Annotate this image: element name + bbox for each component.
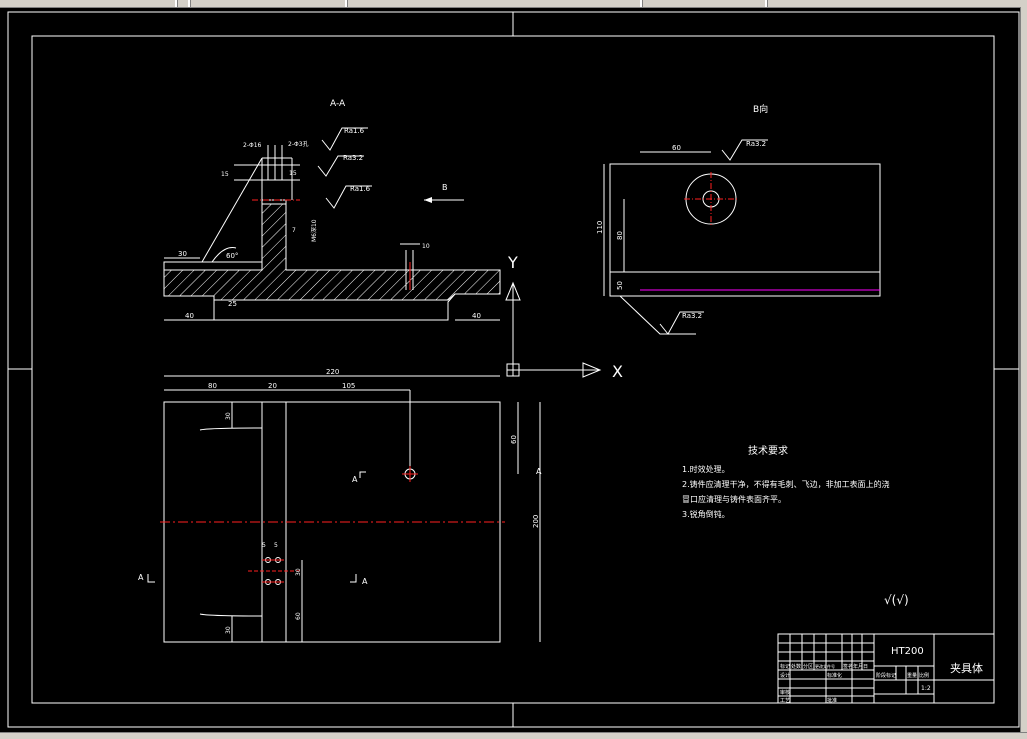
b-dim-50: 50 [616, 281, 624, 290]
b-dim-80: 80 [616, 231, 624, 240]
tech-req-line: 3.锐角倒钝。 [682, 509, 730, 519]
svg-text:分区: 分区 [803, 663, 813, 670]
dim-25: 25 [228, 300, 237, 308]
plan-dim-30-top: 30 [225, 412, 232, 420]
section-mark-left: A [138, 573, 144, 582]
ucs-icon[interactable]: Y X [505, 253, 623, 381]
part-name-label: 夹具体 [950, 661, 983, 675]
section-hatch [163, 203, 501, 301]
b-dim-60: 60 [672, 144, 681, 152]
roughness-symbol: Ra1.6 [321, 127, 368, 151]
arrow-b-label: B [442, 183, 448, 192]
tech-req-line: 1.时效处理。 [682, 464, 730, 474]
dim-40: 40 [185, 312, 194, 320]
svg-text:Ra1.6: Ra1.6 [350, 185, 371, 193]
svg-text:更改文件号: 更改文件号 [815, 663, 835, 669]
svg-text:标记: 标记 [780, 663, 790, 670]
plan-dim-20: 20 [268, 382, 277, 390]
dim-2-phi16: 2-Φ16 [243, 142, 262, 149]
plan-dim-30-bot: 30 [225, 626, 232, 634]
roughness-symbol: Ra3.2 [721, 139, 768, 161]
dim-2-phi3: 2-Φ3孔 [288, 140, 309, 148]
plan-dim-5a: 5 [262, 542, 266, 549]
toolbar-strip [0, 0, 1027, 8]
horizontal-scrollbar[interactable] [0, 732, 1027, 739]
section-mark-top: A [352, 475, 358, 484]
plan-dim-200: 200 [532, 515, 540, 528]
toolbar-separator [175, 0, 178, 7]
tech-req-title: 技术要求 [748, 444, 788, 457]
toolbar-separator [765, 0, 768, 7]
b-dim-110: 110 [596, 221, 604, 234]
tech-req-line: 2.铸件应清理干净，不得有毛刺、飞边，非加工表面上的浇 [682, 479, 890, 489]
toolbar-separator [345, 0, 348, 7]
scale-value: 1:2 [921, 685, 931, 692]
title-block: 标记 处数 分区 更改文件号 签名 年月日 设计 标准化 阶段标记 重量 比例 … [777, 633, 995, 704]
plan-view: 220 80 20 105 30 30 60 200 30 60 5 5 A A… [138, 368, 542, 643]
vertical-scrollbar[interactable] [1020, 7, 1027, 733]
dim-7: 7 [292, 227, 296, 234]
section-mark-right: A [536, 467, 542, 476]
svg-text:重量: 重量 [907, 672, 917, 679]
dim-15b: 15 [289, 170, 297, 177]
dim-thread: M6深10 [310, 219, 318, 242]
plan-dim-60-bot: 60 [295, 612, 302, 620]
roughness-symbol: Ra3.2 [317, 154, 364, 177]
tech-requirements: 技术要求 1.时效处理。 2.铸件应清理干净，不得有毛刺、飞边，非加工表面上的浇… [682, 444, 890, 519]
plan-dim-80: 80 [208, 382, 217, 390]
general-roughness: √(√) [884, 593, 909, 607]
section-mark-bottom: A [362, 577, 368, 586]
toolbar-separator [640, 0, 643, 7]
dim-40-right: 40 [472, 312, 481, 320]
ucs-x-label: X [612, 362, 623, 381]
plan-dim-105: 105 [342, 382, 355, 390]
roughness-symbol: Ra3.2 [619, 295, 704, 335]
plan-dim-30-mid: 30 [295, 568, 302, 576]
dim-15a: 15 [221, 171, 229, 178]
svg-text:工艺: 工艺 [780, 698, 790, 704]
material-label: HT200 [891, 646, 924, 657]
svg-text:比例: 比例 [919, 672, 929, 679]
ucs-y-label: Y [507, 253, 518, 272]
plan-dim-220: 220 [326, 368, 339, 376]
tech-req-line: 冒口应清理与铸件表面齐平。 [682, 494, 786, 504]
toolbar-separator [188, 0, 191, 7]
svg-text:阶段标记: 阶段标记 [876, 672, 896, 679]
roughness-symbol: Ra1.6 [325, 185, 372, 209]
svg-text:批准: 批准 [827, 697, 837, 704]
dim-angle: 60° [226, 252, 238, 260]
svg-text:Ra3.2: Ra3.2 [343, 154, 363, 162]
incline-line [201, 157, 263, 263]
svg-text:处数: 处数 [791, 663, 801, 670]
svg-text:年月日: 年月日 [853, 663, 868, 670]
dim-10: 10 [422, 243, 430, 250]
svg-text:设计: 设计 [780, 672, 790, 679]
plan-dim-5b: 5 [274, 542, 278, 549]
svg-text:审核: 审核 [780, 689, 790, 696]
svg-text:标准化: 标准化 [827, 672, 842, 679]
dim-30: 30 [178, 250, 187, 258]
b-view: B向 60 110 80 50 Ra3.2 Ra3.2 [596, 103, 881, 335]
section-outline [163, 199, 501, 321]
svg-text:Ra3.2: Ra3.2 [682, 312, 702, 320]
section-label: A-A [330, 99, 346, 109]
b-view-outline [609, 163, 881, 297]
svg-text:签名: 签名 [843, 663, 853, 670]
plan-dim-60: 60 [510, 435, 518, 444]
svg-text:Ra1.6: Ra1.6 [344, 127, 365, 135]
svg-text:Ra3.2: Ra3.2 [746, 140, 766, 148]
section-view-a-a: A-A 30 40 40 25 60° 2-Φ16 2-Φ3孔 1 [163, 99, 501, 321]
view-b-label: B向 [753, 103, 768, 115]
